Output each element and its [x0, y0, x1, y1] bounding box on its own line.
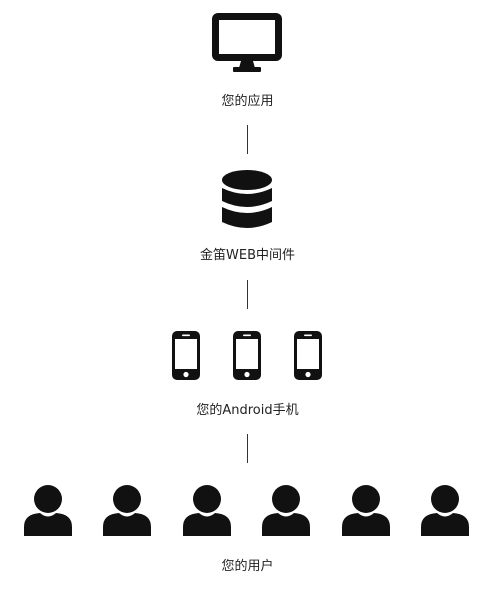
phones-label: 您的Android手机	[196, 403, 299, 418]
middleware-label: 金笛WEB中间件	[200, 248, 295, 263]
app-label: 您的应用	[221, 94, 274, 109]
user-icon	[421, 484, 469, 536]
smartphone-icon	[233, 331, 261, 380]
user-icon	[342, 484, 390, 536]
user-icon	[262, 484, 310, 536]
database-icon	[222, 170, 272, 232]
user-icon	[183, 484, 231, 536]
smartphone-icon	[294, 331, 322, 380]
connector-app-middleware	[247, 125, 248, 154]
monitor-icon	[212, 13, 282, 73]
smartphone-icon	[172, 331, 200, 380]
connector-middleware-phones	[247, 280, 248, 309]
user-icon	[24, 484, 72, 536]
users-label: 您的用户	[221, 559, 274, 574]
user-icon	[103, 484, 151, 536]
connector-phones-users	[247, 434, 248, 463]
